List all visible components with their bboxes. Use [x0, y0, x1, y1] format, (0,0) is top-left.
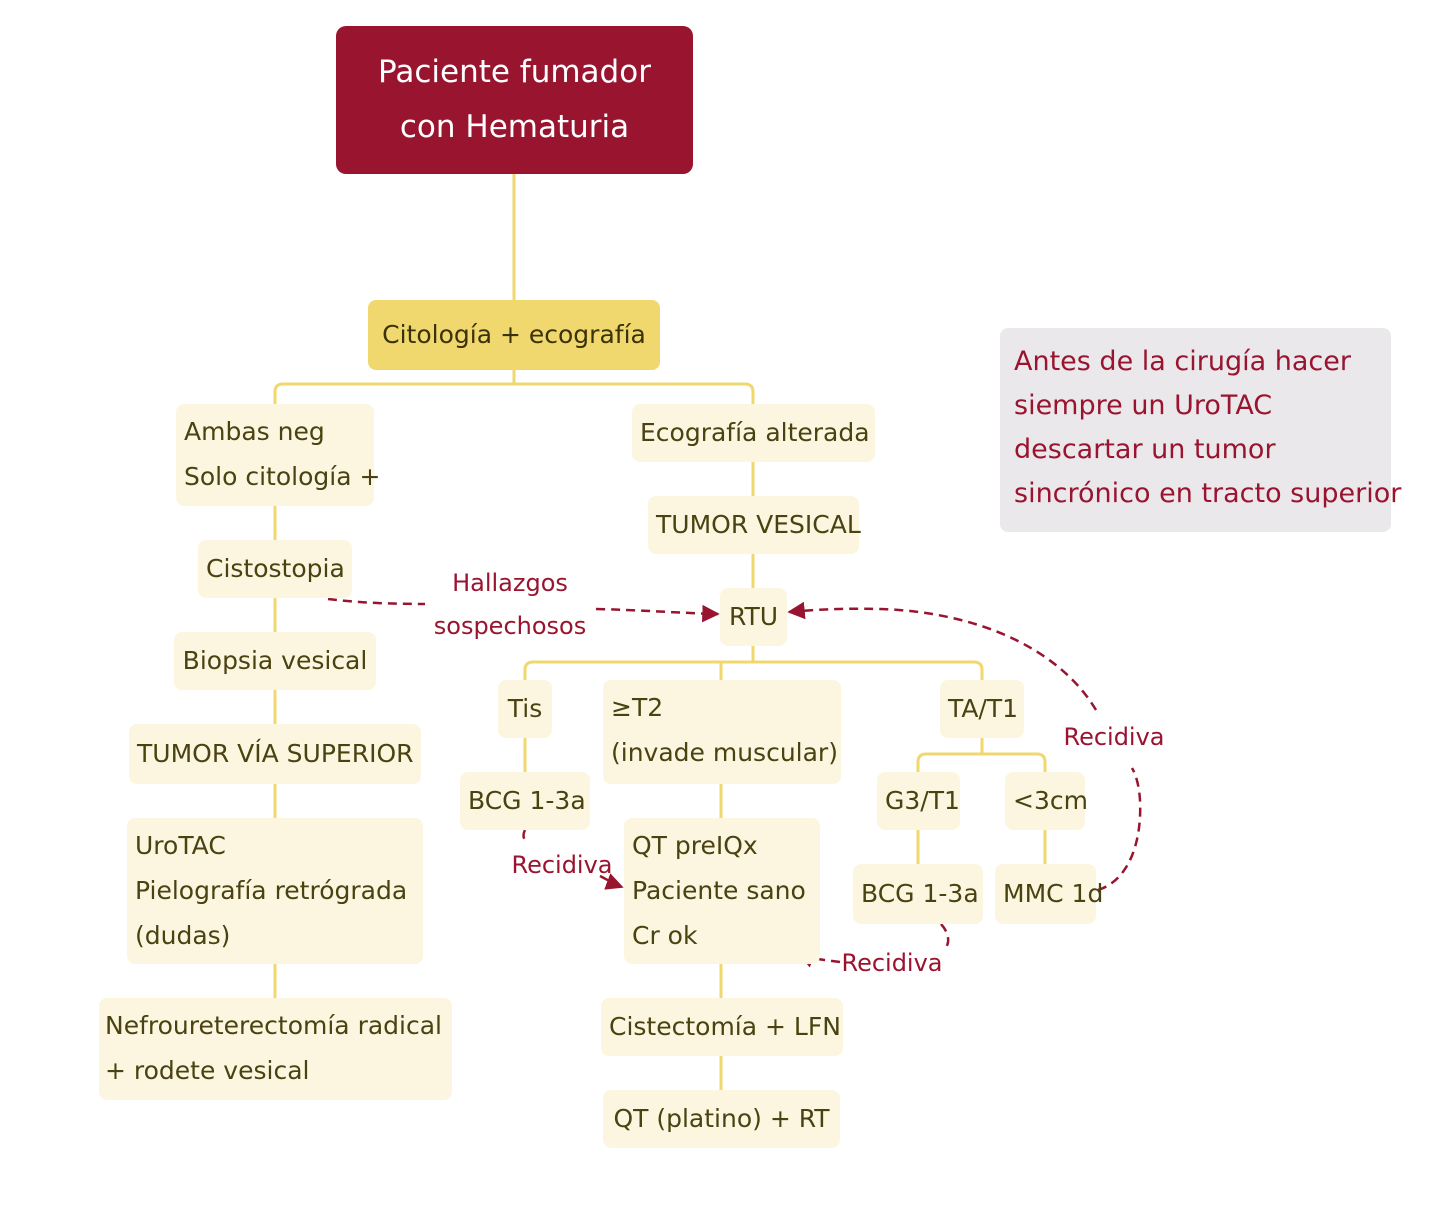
label-recurrence-bcg-g3: Recidiva — [834, 942, 950, 985]
node-urotac: UroTAC Pielografía retrógrada (dudas) — [127, 818, 423, 964]
node-urotac-line-3: (dudas) — [135, 921, 231, 950]
node-nephroureterectomy-line-1: Nefroureterectomía radical — [105, 1011, 442, 1040]
node-tis-line-1: Tis — [507, 694, 543, 723]
node-root: Paciente fumador con Hematuria — [336, 26, 693, 174]
node-qt-rt: QT (platino) + RT — [603, 1090, 840, 1148]
node-lt3cm: <3cm — [1005, 772, 1088, 830]
node-root-line-1: Paciente fumador — [378, 54, 651, 90]
node-rtu: RTU — [720, 588, 787, 646]
node-bladder-tumor-line-1: TUMOR VESICAL — [656, 510, 861, 539]
node-bladder-tumor: TUMOR VESICAL — [648, 496, 861, 554]
node-g3-t1: G3/T1 — [877, 772, 960, 830]
node-t2-line-2: (invade muscular) — [611, 738, 838, 767]
node-abnormal-ultrasound-line-1: Ecografía alterada — [640, 418, 870, 447]
link-tat1-split — [916, 752, 1047, 774]
node-g3-t1-line-1: G3/T1 — [885, 786, 960, 815]
node-bcg-g3: BCG 1-3a — [853, 864, 983, 924]
node-bladder-biopsy-line-1: Biopsia vesical — [182, 646, 368, 675]
node-qt-preiqx-line-2: Paciente sano — [632, 876, 806, 905]
node-nephroureterectomy-line-2: + rodete vesical — [105, 1056, 310, 1085]
node-urotac-line-2: Pielografía retrógrada — [135, 876, 408, 905]
label-recurrence-bcg-g3-line-1: Recidiva — [841, 949, 943, 977]
label-recurrence-bcg-tis: Recidiva — [504, 844, 620, 887]
node-nephroureterectomy: Nefroureterectomía radical + rodete vesi… — [99, 998, 452, 1100]
label-recurrence-bcg-tis-line-1: Recidiva — [511, 851, 613, 879]
arrow-mmc-recurrence-a — [1097, 767, 1142, 892]
arrow-bcg-tis-recurrence-a — [522, 829, 528, 844]
node-bladder-biopsy: Biopsia vesical — [174, 632, 376, 690]
label-recurrence-mmc: Recidiva — [1054, 716, 1174, 759]
label-suspicious-findings-line-2: sospechosos — [433, 612, 587, 640]
node-mmc-line-1: MMC 1d — [1003, 879, 1104, 908]
label-suspicious-findings-line-1: Hallazgos — [452, 569, 568, 597]
node-bcg-tis: BCG 1-3a — [460, 772, 590, 830]
node-screening-line-1: Citología + ecografía — [382, 320, 646, 349]
arrow-bcg-tis-recurrence-b — [599, 873, 624, 890]
link-rtu-split — [523, 660, 984, 682]
arrow-mmc-recurrence-b — [787, 601, 1098, 711]
node-lt3cm-line-1: <3cm — [1013, 786, 1088, 815]
label-suspicious-findings: Hallazgos sospechosos — [420, 562, 600, 648]
arrow-cystoscopy-rtu-b — [595, 604, 720, 623]
label-recurrence-mmc-line-1: Recidiva — [1063, 723, 1165, 751]
node-cystectomy: Cistectomía + LFN — [601, 998, 843, 1056]
node-bcg-tis-line-1: BCG 1-3a — [468, 786, 586, 815]
link-screening-split — [273, 382, 755, 406]
node-qt-preiqx-line-3: Cr ok — [632, 921, 698, 950]
node-qt-rt-line-1: QT (platino) + RT — [613, 1104, 830, 1133]
arrow-cystoscopy-rtu-a — [327, 597, 426, 606]
node-screening: Citología + ecografía — [368, 300, 660, 370]
node-ta-t1: TA/T1 — [940, 680, 1024, 738]
note-line-1: Antes de la cirugía hacer — [1014, 346, 1351, 377]
note-line-2: siempre un UroTAC — [1014, 390, 1273, 421]
note-line-4: sincrónico en tracto superior — [1014, 478, 1402, 509]
note-line-3: descartar un tumor — [1014, 434, 1276, 465]
node-qt-preiqx: QT preIQx Paciente sano Cr ok — [624, 818, 820, 964]
node-qt-preiqx-line-1: QT preIQx — [632, 831, 758, 860]
node-root-line-2: con Hematuria — [399, 109, 630, 145]
node-both-negative-line-2: Solo citología + — [184, 462, 381, 491]
node-abnormal-ultrasound: Ecografía alterada — [632, 404, 875, 462]
node-upper-tract-tumor-line-1: TUMOR VÍA SUPERIOR — [137, 739, 414, 768]
note-urotac-reminder: Antes de la cirugía hacer siempre un Uro… — [1000, 328, 1402, 532]
node-upper-tract-tumor: TUMOR VÍA SUPERIOR — [129, 724, 421, 784]
node-both-negative-line-1: Ambas neg — [184, 417, 325, 446]
node-bcg-g3-line-1: BCG 1-3a — [861, 879, 979, 908]
node-cystoscopy: Cistostopia — [198, 540, 352, 598]
node-urotac-line-1: UroTAC — [135, 831, 226, 860]
node-cystectomy-line-1: Cistectomía + LFN — [609, 1012, 841, 1041]
node-ta-t1-line-1: TA/T1 — [948, 694, 1019, 723]
arrow-bcg-g3-recurrence-a — [940, 923, 950, 951]
node-cystoscopy-line-1: Cistostopia — [206, 554, 345, 583]
node-t2: ≥T2 (invade muscular) — [603, 680, 841, 784]
node-rtu-line-1: RTU — [728, 602, 779, 631]
node-mmc: MMC 1d — [995, 864, 1104, 924]
node-both-negative: Ambas neg Solo citología + — [176, 404, 381, 506]
node-tis: Tis — [498, 680, 552, 738]
node-t2-line-1: ≥T2 — [611, 693, 664, 722]
